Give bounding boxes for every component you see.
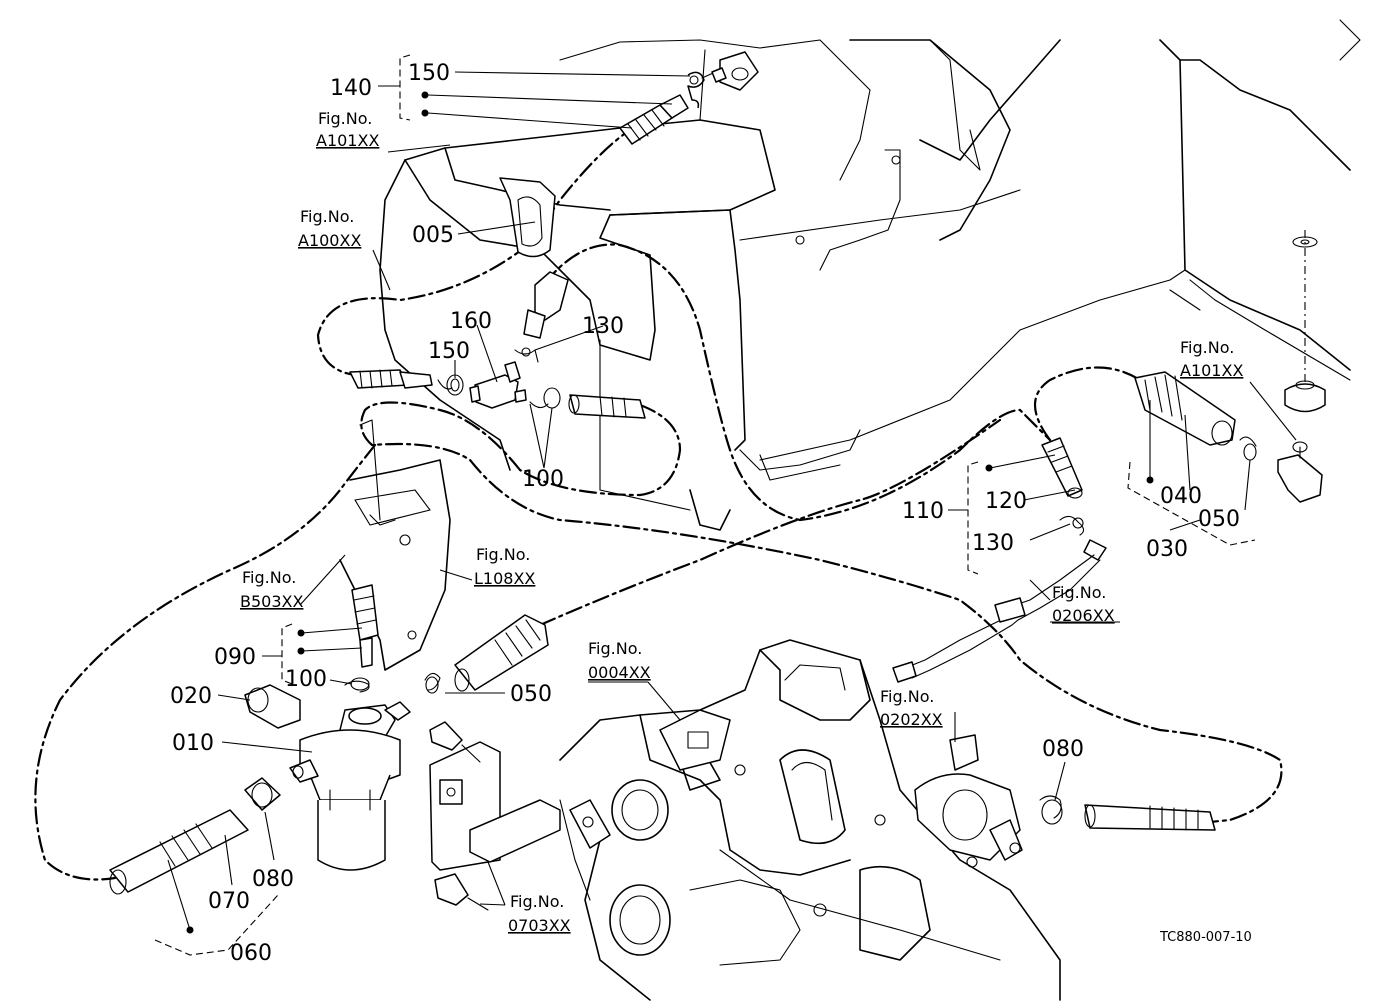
- hose-clamp-slot: [499, 177, 556, 258]
- callout-140: 140: [330, 76, 372, 101]
- fuel-filter: [244, 684, 411, 871]
- callout-070: 070: [208, 889, 250, 914]
- callout-120: 120: [985, 489, 1027, 514]
- drawing-code: TC880-007-10: [1159, 930, 1252, 945]
- fuel-hoses: [34, 128, 1283, 881]
- mounting-bracket: [339, 419, 451, 671]
- callout-030: 030: [1146, 537, 1188, 562]
- filter-drain-hose: [109, 777, 281, 895]
- fig-ref-a100-prefix: Fig.No.: [300, 207, 354, 226]
- callout-130-upper: 130: [582, 314, 624, 339]
- fig-ref-a101-right: A101XX: [1180, 361, 1243, 380]
- callout-020: 020: [170, 684, 212, 709]
- leader-lines: [154, 54, 1297, 956]
- bracket-clip: [569, 799, 611, 849]
- fig-ref-b503: B503XX: [240, 592, 303, 611]
- callout-040: 040: [1160, 484, 1202, 509]
- callout-160: 160: [450, 309, 492, 334]
- tank-hose-end: [619, 67, 727, 145]
- fig-ref-a101-top: A101XX: [316, 131, 379, 150]
- callout-010: 010: [172, 731, 214, 756]
- callout-numbers: 150 140 005 160 130 150 100 090 100 020 …: [170, 61, 1240, 966]
- fig-ref-0004: 0004XX: [588, 663, 651, 682]
- callout-050-left: 050: [510, 682, 552, 707]
- callout-100-lower: 100: [285, 667, 327, 692]
- callout-150-mid: 150: [428, 339, 470, 364]
- callout-005: 005: [412, 223, 454, 248]
- three-way-joint: [437, 271, 569, 409]
- fig-ref-0703-prefix: Fig.No.: [510, 892, 564, 911]
- callout-150-top: 150: [408, 61, 450, 86]
- callout-080-right: 080: [1042, 737, 1084, 762]
- callout-050-right: 050: [1198, 507, 1240, 532]
- filter-inlet-hose: [344, 584, 379, 693]
- callout-060: 060: [230, 941, 272, 966]
- filter-mount-plate: [429, 721, 561, 911]
- fuel-pump: [914, 734, 1216, 868]
- fig-ref-a101-top-prefix: Fig.No.: [318, 109, 372, 128]
- figure-references: Fig.No. A101XX Fig.No. A100XX Fig.No. A1…: [240, 109, 1243, 935]
- fig-ref-l108-prefix: Fig.No.: [476, 545, 530, 564]
- tank-return-hose: [1134, 371, 1323, 503]
- callout-090: 090: [214, 645, 256, 670]
- fig-ref-0703: 0703XX: [508, 916, 571, 935]
- hose-end-mid: [568, 394, 646, 419]
- fig-ref-0206-prefix: Fig.No.: [1052, 583, 1106, 602]
- callout-080-left: 080: [252, 867, 294, 892]
- fig-ref-0004-prefix: Fig.No.: [588, 639, 642, 658]
- fig-ref-0206: 0206XX: [1052, 606, 1115, 625]
- fig-ref-0202: 0202XX: [880, 710, 943, 729]
- fig-ref-0202-prefix: Fig.No.: [880, 687, 934, 706]
- callout-130-right: 130: [972, 531, 1014, 556]
- fig-ref-a101-right-prefix: Fig.No.: [1180, 338, 1234, 357]
- fig-ref-a100: A100XX: [298, 231, 361, 250]
- callout-110: 110: [902, 499, 944, 524]
- fig-ref-b503-prefix: Fig.No.: [242, 568, 296, 587]
- engine-block: [559, 639, 1061, 1001]
- filter-outlet-hose: [424, 614, 549, 694]
- reference-dots: [186, 91, 1154, 934]
- fig-ref-l108: L108XX: [474, 569, 535, 588]
- callout-100-upper: 100: [522, 467, 564, 492]
- return-fitting-assembly: [892, 437, 1107, 683]
- fuel-tank-outline: [379, 19, 1361, 531]
- hose-end-left: [349, 369, 433, 389]
- tank-outlet-fitting: [719, 51, 759, 91]
